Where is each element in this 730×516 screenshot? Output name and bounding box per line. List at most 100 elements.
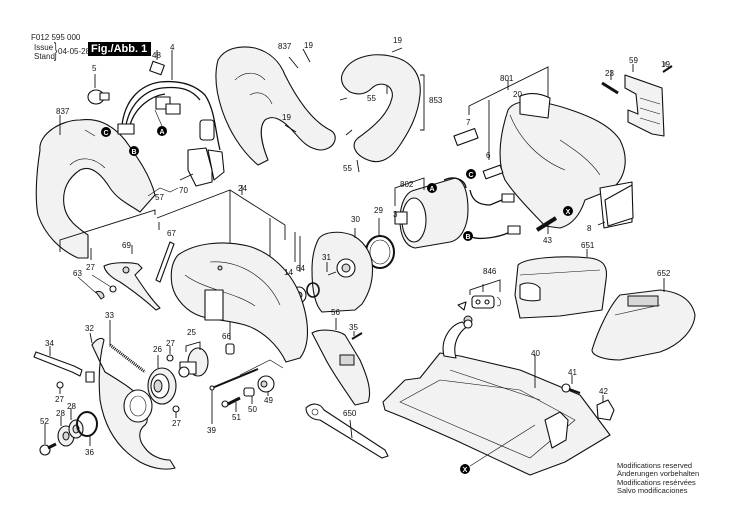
svg-text:C: C (103, 130, 108, 137)
part-27a-screw (91, 274, 117, 293)
label-35: 35 (349, 323, 358, 332)
label-19a: 19 (304, 41, 313, 50)
part-35-screw (351, 331, 363, 340)
connector-b-1: B (129, 146, 139, 156)
label-28a: 28 (56, 409, 65, 418)
label-51: 51 (232, 413, 241, 422)
connector-a-2: A (427, 183, 437, 193)
label-19d: 19 (661, 60, 670, 69)
part-650-wrench (305, 403, 389, 459)
issue-label: Issue (34, 43, 54, 52)
label-27a: 27 (86, 263, 95, 272)
label-49: 49 (264, 396, 273, 405)
svg-text:C: C (468, 172, 473, 179)
label-39: 39 (207, 426, 216, 435)
figure-label: Fig./Abb. 1 (88, 42, 152, 56)
label-27c: 27 (166, 339, 175, 348)
part-51-screw (221, 396, 241, 412)
part-26-flange (147, 355, 177, 405)
svg-text:X: X (463, 467, 468, 474)
label-837a: 837 (56, 107, 70, 116)
label-837b: 837 (278, 42, 292, 51)
label-55b: 55 (343, 164, 352, 173)
part-24-upper-guard (170, 242, 308, 363)
label-34: 34 (45, 339, 54, 348)
label-27b: 27 (55, 395, 64, 404)
label-25: 25 (187, 328, 196, 337)
part-27d-screw (172, 405, 180, 418)
part-8-plate (597, 184, 634, 227)
label-853: 853 (429, 96, 443, 105)
label-19c: 19 (393, 36, 402, 45)
part-27c-screw (166, 346, 174, 362)
label-31: 31 (322, 253, 331, 262)
part-labels: 5 48 4 837 837 19 19 19 19 55 55 853 801… (40, 36, 671, 457)
part-25-gear (178, 341, 209, 378)
part-49-bushing (239, 359, 284, 396)
label-43: 43 (543, 236, 552, 245)
note-line: Modifications resérvées (617, 477, 696, 487)
part-853-handle (340, 47, 425, 173)
label-42: 42 (599, 387, 608, 396)
label-802: 802 (400, 180, 414, 189)
label-69: 69 (122, 241, 131, 250)
label-7: 7 (466, 118, 471, 127)
label-32: 32 (85, 324, 94, 333)
label-4: 4 (170, 43, 175, 52)
part-42-knob (596, 395, 615, 421)
part-67-bar (155, 241, 175, 283)
label-6: 6 (486, 151, 491, 160)
part-52-bolt (39, 424, 57, 456)
part-50-sleeve (243, 387, 255, 404)
modifications-notice: Modifications reserved Änderungen vorbeh… (617, 461, 700, 495)
connector-a-1: A (154, 109, 167, 136)
part-23-pin (601, 70, 619, 95)
note-line: Modifications reserved (617, 461, 693, 470)
label-20: 20 (513, 90, 522, 99)
connector-b-2: B (463, 231, 473, 241)
part-40-base-plate (382, 319, 611, 476)
label-8: 8 (587, 224, 592, 233)
part-56-cover (311, 318, 371, 406)
label-23: 23 (605, 69, 614, 78)
document-number: F012 595 000 (31, 33, 81, 42)
label-63: 63 (73, 269, 82, 278)
part-802-motor (394, 177, 521, 249)
label-19b: 19 (282, 113, 291, 122)
part-837-handle-left (35, 115, 156, 259)
label-28b: 28 (67, 402, 76, 411)
label-5: 5 (92, 64, 97, 73)
issue-date: 04-05-28 (58, 47, 91, 56)
part-4-wiring-harness (117, 50, 225, 187)
label-801: 801 (500, 74, 514, 83)
part-30-bearing-plate (311, 228, 374, 313)
label-67: 67 (167, 229, 176, 238)
connector-c-1: C (101, 127, 111, 137)
note-line: Änderungen vorbehalten (617, 469, 700, 479)
part-19-screw-d (662, 62, 673, 73)
part-64-ring (306, 282, 320, 298)
label-26: 26 (153, 345, 162, 354)
label-52: 52 (40, 417, 49, 426)
svg-text:A: A (429, 186, 434, 193)
label-41: 41 (568, 368, 577, 377)
label-29: 29 (374, 206, 383, 215)
connector-c-2: C (466, 169, 476, 179)
part-652-charger (591, 278, 696, 361)
label-50: 50 (248, 405, 257, 414)
part-7-brush-holder (453, 127, 504, 180)
part-837-motor-housing (215, 46, 348, 166)
label-651: 651 (581, 241, 595, 250)
label-40: 40 (531, 349, 540, 358)
part-846-parts (457, 279, 502, 325)
label-650: 650 (343, 409, 357, 418)
part-5-knob (87, 74, 110, 105)
svg-text:B: B (131, 149, 136, 156)
connector-x-1: X (563, 206, 573, 216)
connector-x-2: X (460, 424, 536, 474)
part-27b-screw (56, 381, 64, 394)
label-59: 59 (629, 56, 638, 65)
svg-text:X: X (566, 209, 571, 216)
label-66: 66 (222, 332, 231, 341)
label-846: 846 (483, 267, 497, 276)
